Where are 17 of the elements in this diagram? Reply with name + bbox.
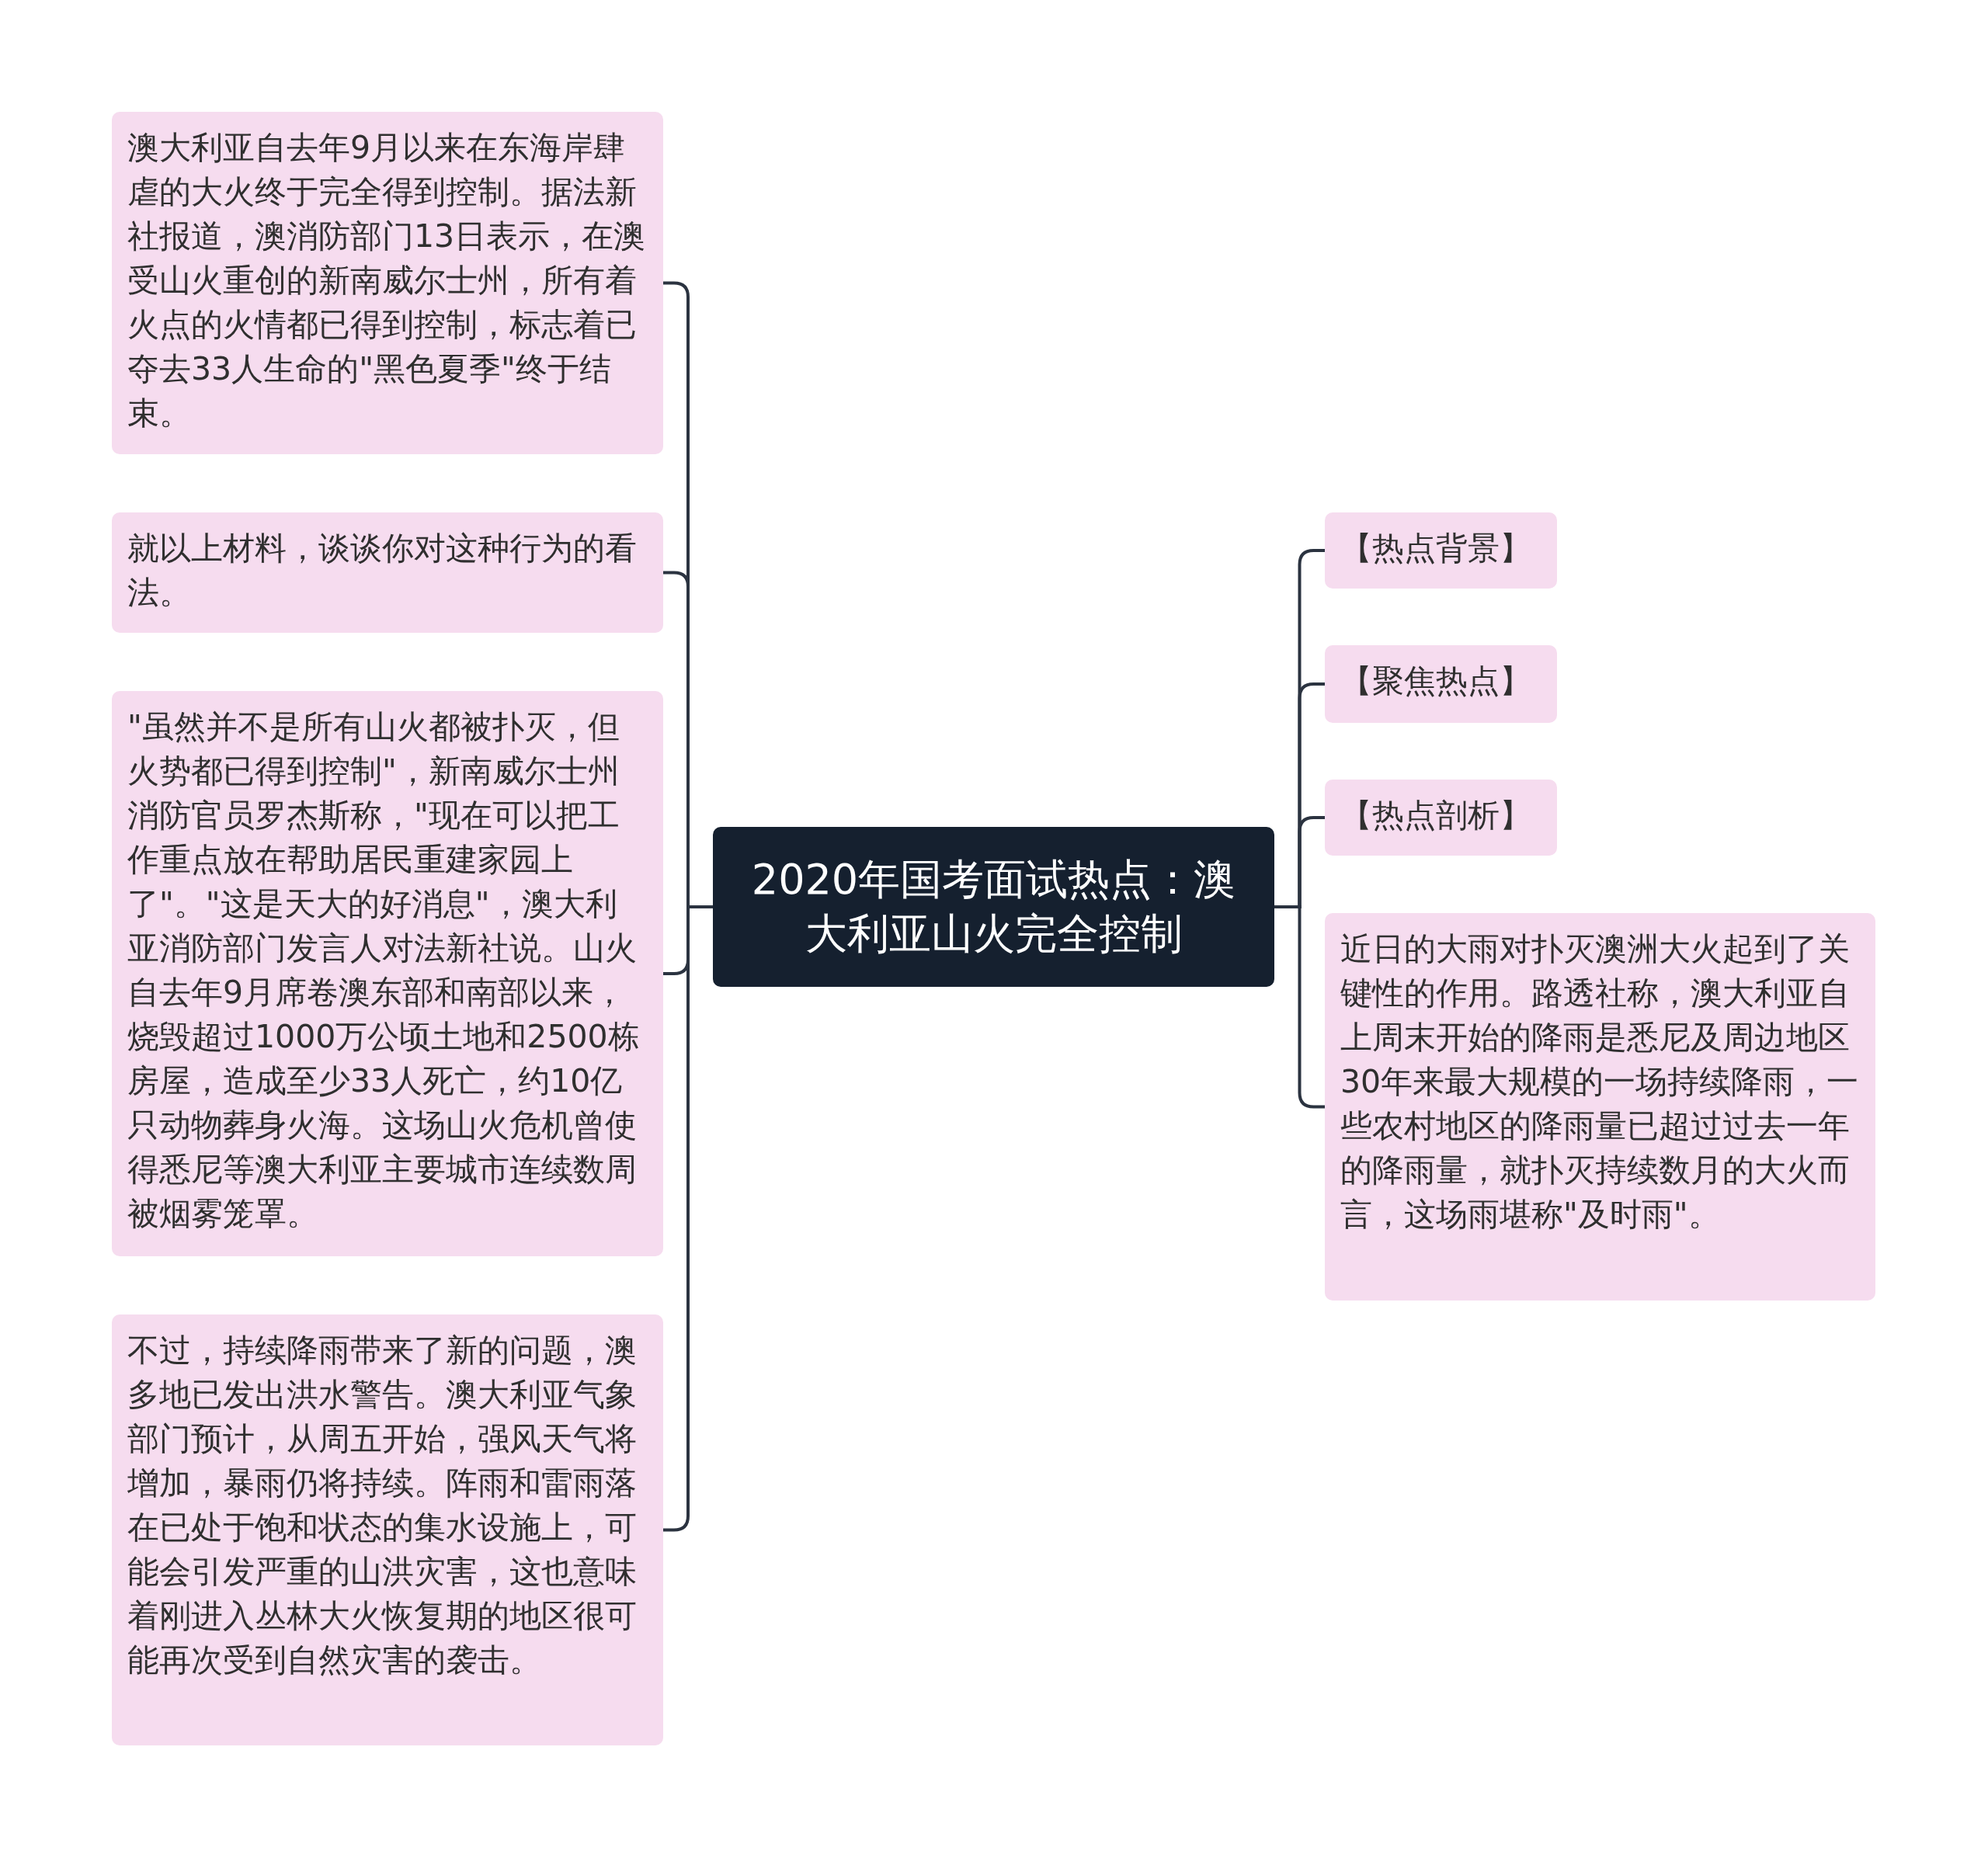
topic-text: 近日的大雨对扑灭澳洲大火起到了关键性的作用。路透社称，澳大利亚自上周末开始的降雨是悉尼及周边地区30年来最大规模的一场持续降雨，一些农村地区的降雨量已超过过去一年的降雨量，就扑灭持续数月的大火而言，这场雨堪称"及时雨"。 [1340,930,1859,1233]
topic-box [112,112,663,454]
topic-text: 【热点剖析】 [1340,797,1531,834]
topic-text: "虽然并不是所有山火都被扑灭，但火势都已得到控制"，新南威尔士州消防官员罗杰斯称，"现在可以把工作重点放在帮助居民重建家园上了"。"这是天大的好消息"，澳大利亚消防部门发言人对法新社说。山火自去年9月席卷澳东部和南部以来，烧毁超过1000万公顷土地和2500栋房屋，造成至少33人死亡，约10亿只动物葬身火海。这场山火危机曾使得悉尼等澳大利亚主要城市连续数周被烟雾笼罩。 [127,708,640,1232]
topic-text: 【聚焦热点】 [1340,662,1531,700]
topic-box [1325,645,1557,723]
topic-box [1325,512,1557,589]
topic-box [112,1314,663,1745]
topic-text: 就以上材料，谈谈你对这种行为的看法。 [127,530,637,611]
topic-box [1325,780,1557,856]
topic-text: 不过，持续降雨带来了新的问题，澳多地已发出洪水警告。澳大利亚气象部门预计，从周五开始，强风天气将增加，暴雨仍将持续。阵雨和雷雨落在已处于饱和状态的集水设施上，可能会引发严重的山洪灾害，这也意味着刚进入丛林大火恢复期的地区很可能再次受到自然灾害的袭击。 [127,1332,637,1679]
topic-text: 【热点背景】 [1340,530,1531,567]
title-text: 2020年国考面试热点：澳大利亚山火完全控制 [750,854,1237,960]
topic-text: 澳大利亚自去年9月以来在东海岸肆虐的大火终于完全得到控制。据法新社报道，澳消防部门13日表示，在澳受山火重创的新南威尔士州，所有着火点的火情都已得到控制，标志着已夺去33人生命的"黑色夏季"终于结束。 [127,129,646,432]
topic-box [1325,913,1875,1301]
topic-box [112,512,663,633]
title-box [713,827,1274,987]
